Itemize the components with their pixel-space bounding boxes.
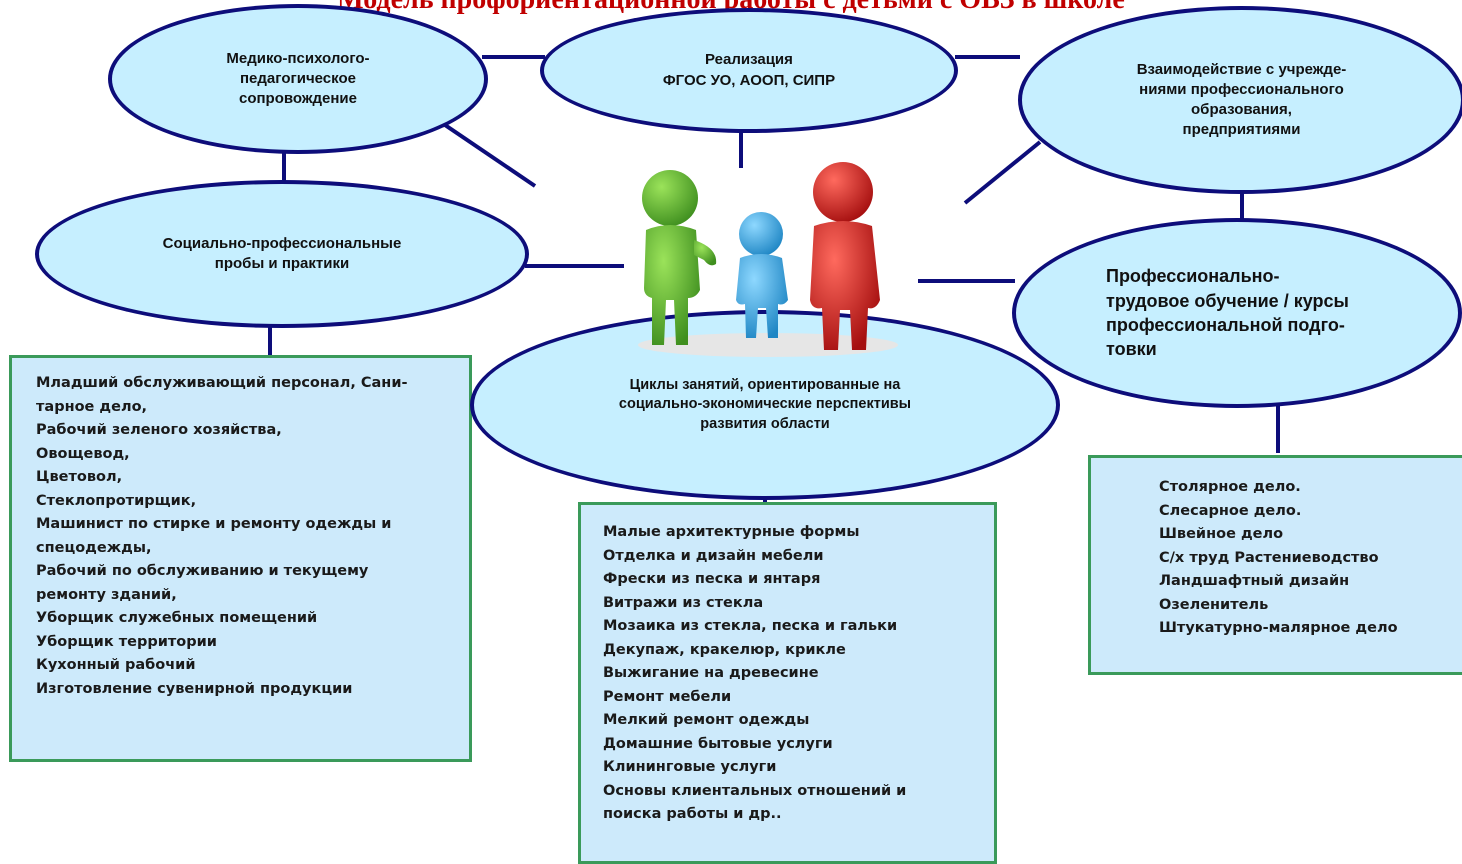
list-item: Мозаика из стекла, песка и гальки xyxy=(603,618,898,634)
ellipse-realization: Реализация ФГОС УО, АООП, СИПР xyxy=(540,8,958,133)
list-item: Штукатурно-малярное дело xyxy=(1159,620,1398,636)
ellipse-professional-training-label: Профессионально- трудовое обучение / кур… xyxy=(1106,266,1349,360)
ellipse-social-practice: Социально-профессиональные пробы и практ… xyxy=(35,180,529,328)
list-item: Озеленитель xyxy=(1159,596,1269,613)
connector-interaction-center xyxy=(963,140,1042,205)
ellipse-interaction-label: Взаимодействие с учрежде- ниями професси… xyxy=(1136,60,1347,139)
list-item: Декупаж, кракелюр, крикле xyxy=(603,641,846,658)
list-item: Изготовление сувенирной продукции xyxy=(36,680,353,697)
list-item: Младший обслуживающий персонал, Сани- xyxy=(36,375,408,391)
red-figure-icon xyxy=(810,162,880,350)
list-item: Рабочий зеленого хозяйства, xyxy=(36,422,282,438)
list-item: Машинист по стирке и ремонту одежды и xyxy=(36,516,392,532)
ellipse-medical-support-label: Медико-психолого- педагогическое сопрово… xyxy=(226,49,370,108)
list-item: Слесарное дело. xyxy=(1159,502,1302,519)
list-item: Витражи из стекла xyxy=(603,594,764,611)
list-item: Овощевод, xyxy=(36,445,130,462)
list-item: Мелкий ремонт одежды xyxy=(603,712,810,728)
ellipse-interaction: Взаимодействие с учрежде- ниями професси… xyxy=(1018,6,1462,194)
list-item: ремонту зданий, xyxy=(36,586,177,603)
list-item: Малые архитектурные формы xyxy=(603,524,860,540)
ellipse-social-practice-label: Социально-профессиональные пробы и практ… xyxy=(162,234,402,272)
list-item: Рабочий по обслуживанию и текущему xyxy=(36,563,369,579)
list-item: Столярное дело. xyxy=(1159,479,1301,495)
list-item: Цветовол, xyxy=(36,469,123,485)
list-item: С/х труд Растениеводство xyxy=(1159,549,1379,566)
ellipse-medical-support: Медико-психолого- педагогическое сопрово… xyxy=(108,4,488,154)
ellipse-realization-label: Реализация ФГОС УО, АООП, СИПР xyxy=(662,51,836,89)
list-item: Ремонт мебели xyxy=(603,688,732,705)
list-item: Выжигание на древесине xyxy=(603,665,819,681)
box-center-activities: Малые архитектурные формы Отделка и диза… xyxy=(578,502,997,864)
list-item: Кухонный рабочий xyxy=(36,657,196,673)
list-item: Швейное дело xyxy=(1159,526,1284,542)
list-item: Фрески из песка и янтаря xyxy=(603,571,821,587)
list-item: Ландшафтный дизайн xyxy=(1159,573,1350,589)
people-illustration xyxy=(638,162,898,357)
box-left-professions: Младший обслуживающий персонал, Сани- та… xyxy=(9,355,472,762)
list-item: Уборщик территории xyxy=(36,633,217,650)
list-item: спецодежды, xyxy=(36,539,152,556)
box-right-trades: Столярное дело. Слесарное дело. Швейное … xyxy=(1088,455,1462,675)
connector-medical-center xyxy=(443,123,537,188)
list-item: Домашние бытовые услуги xyxy=(603,735,833,752)
list-item: Отделка и дизайн мебели xyxy=(603,547,824,564)
list-item: Уборщик служебных помещений xyxy=(36,610,318,626)
blue-figure-icon xyxy=(736,212,788,338)
list-item: поиска работы и др.. xyxy=(603,806,782,822)
green-figure-icon xyxy=(642,170,717,345)
list-item: Клининговые услуги xyxy=(603,759,777,775)
list-item: Основы клиентальных отношений и xyxy=(603,782,907,799)
ellipse-professional-training: Профессионально- трудовое обучение / кур… xyxy=(1012,218,1462,408)
list-item: тарное дело, xyxy=(36,398,148,415)
list-item: Стеклопротирщик, xyxy=(36,492,197,509)
ellipse-cycles-label: Циклы занятий, ориентированные на социал… xyxy=(618,376,912,432)
